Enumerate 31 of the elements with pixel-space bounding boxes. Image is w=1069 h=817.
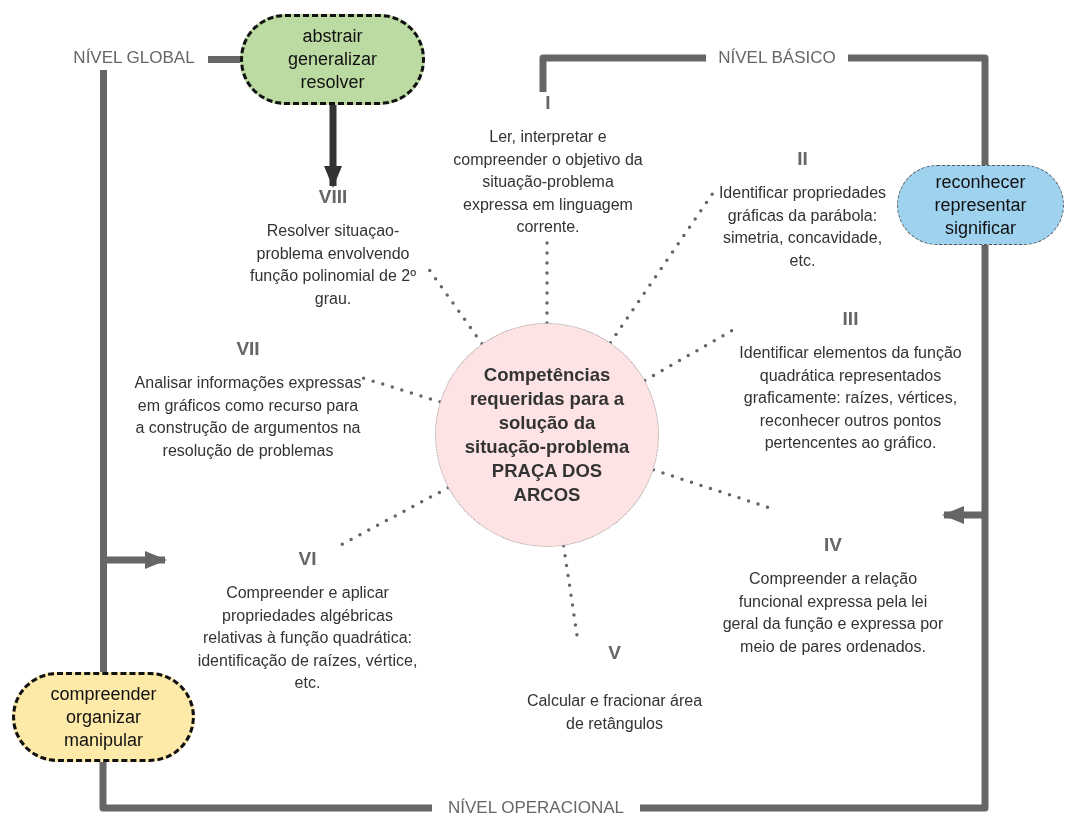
roman-numeral: IV: [824, 534, 842, 556]
competency-text: Ler, interpretar e compreender o objetivo da situação-problema expressa em linguagem corrente.: [452, 127, 644, 237]
competency-text: Analisar informações expressas em gráficos como recurso para a construção de argumentos na resolução de problemas: [133, 373, 363, 461]
competency-text: Calcular e fracionar área de retângulos: [525, 691, 704, 734]
connector-line: [640, 245, 989, 812]
connector-line: [100, 70, 107, 672]
roman-numeral: II: [797, 148, 808, 170]
roman-numeral: I: [545, 92, 551, 114]
dotted-connector: [643, 328, 735, 383]
dotted-connector: [426, 266, 484, 346]
dotted-connector: [651, 468, 772, 510]
skill-pill: reconhecer representar significar: [897, 165, 1064, 245]
roman-numeral: V: [608, 642, 621, 664]
roman-numeral: VI: [298, 548, 317, 570]
roman-numeral: VIII: [318, 186, 348, 208]
connector-line: [848, 54, 989, 165]
dotted-connector: [361, 376, 442, 404]
competency-text: Compreender e aplicar propriedades algébricas relativas à função quadrática: identificação de raízes, vértice, etc.: [196, 583, 419, 693]
connector-line: [208, 56, 240, 63]
competency-text: Compreender a relação funcional expressa pela lei geral da função e expressa por meio de pares ordenados.: [722, 569, 944, 657]
skill-pill: abstrair generalizar resolver: [240, 14, 425, 105]
arrow: [324, 105, 342, 188]
competency-circle: Competências requeridas para a solução da situação-problema PRAÇA DOS ARCOS: [435, 323, 659, 547]
competency-text: Resolver situaçao-problema envolvendo função polinomial de 2º grau.: [249, 221, 417, 309]
roman-numeral: III: [842, 308, 859, 330]
competency-text: Identificar propriedades gráficas da parábola: simetria, concavidade, etc.: [717, 183, 888, 271]
roman-numeral: VII: [236, 338, 260, 360]
competency-text: Identificar elementos da função quadrática representados graficamente: raízes, vértices, reconhecer outros pontos pertencentes ao gráfico.: [738, 343, 963, 453]
skill-pill: compreender organizar manipular: [12, 672, 195, 762]
arrow: [942, 506, 985, 524]
connector-line: [99, 762, 432, 812]
